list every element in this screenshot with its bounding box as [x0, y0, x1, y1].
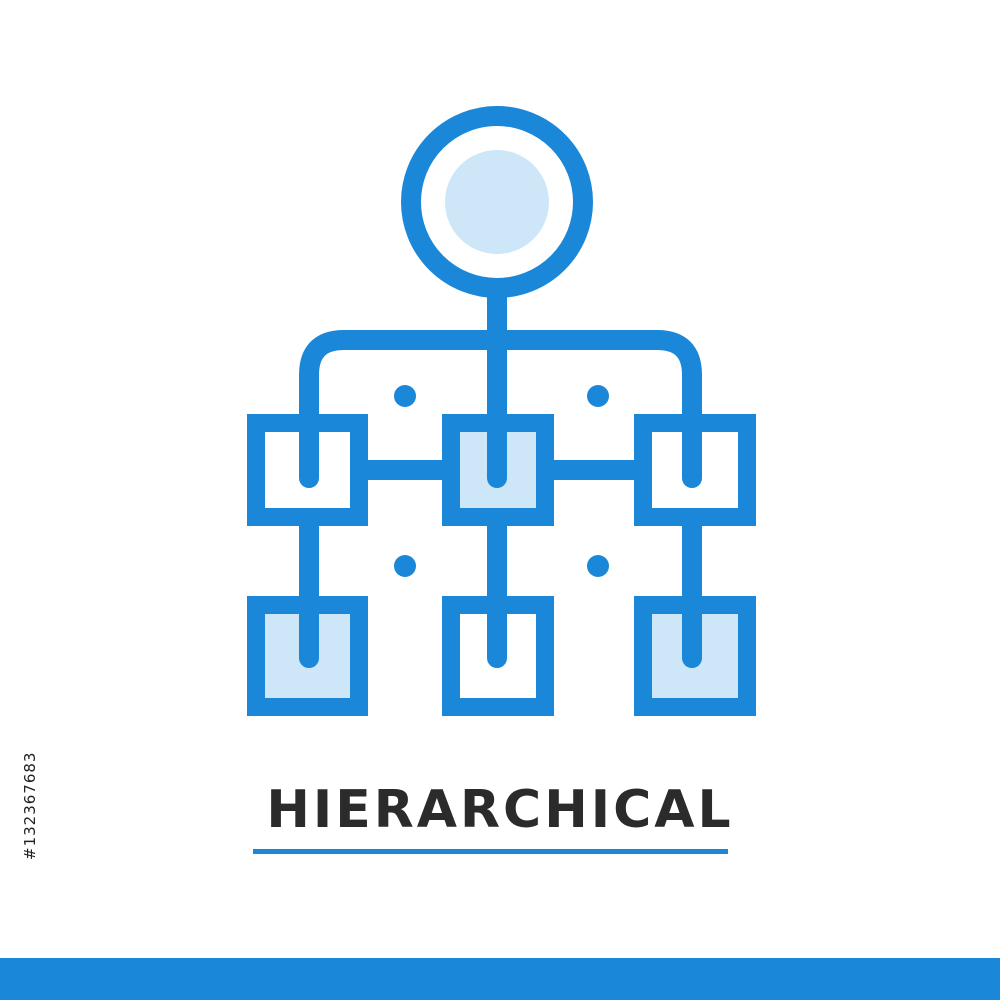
dot-bottom-left: [394, 555, 416, 577]
branch-arc-line: [299, 330, 702, 485]
caption-title: HIERARCHICAL: [266, 780, 734, 840]
root-node: [401, 106, 593, 298]
caption-underline: [253, 849, 728, 854]
stock-id-label: #132367683: [21, 751, 39, 860]
root-inner-fill: [445, 150, 549, 254]
middle-row-boxes: [247, 414, 756, 526]
bottom-accent-bar: [0, 958, 1000, 1000]
decorative-dots: [394, 385, 609, 577]
connector-stubs: [299, 420, 702, 668]
dot-top-right: [587, 385, 609, 407]
dot-bottom-right: [587, 555, 609, 577]
dot-top-left: [394, 385, 416, 407]
